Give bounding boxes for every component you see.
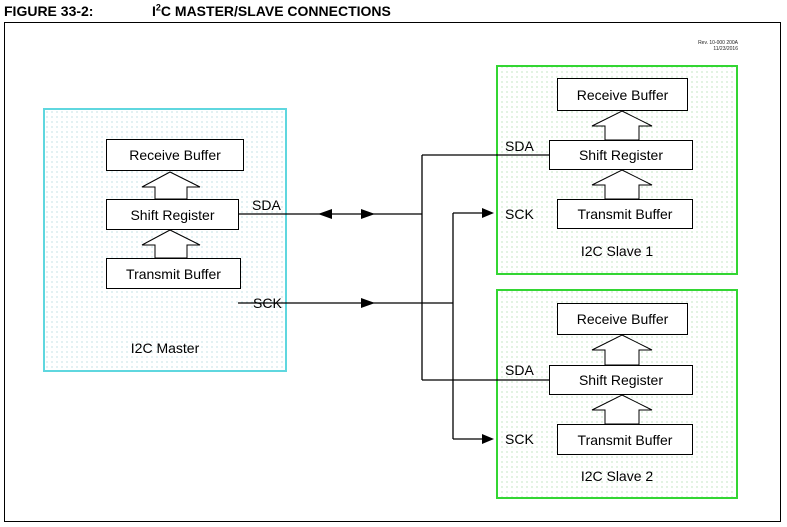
- slave2-sck-label: SCK: [505, 431, 534, 447]
- slave2-sda-label: SDA: [505, 362, 534, 378]
- slave1-label: I2C Slave 1: [580, 243, 654, 259]
- sck-slave1-arrow: [482, 208, 494, 218]
- master-sda-label: SDA: [252, 197, 281, 213]
- master-sck-label: SCK: [253, 295, 282, 311]
- slave1-receive-buffer: Receive Buffer: [557, 78, 688, 111]
- master-receive-buffer: Receive Buffer: [106, 139, 244, 171]
- slave2-shift-register: Shift Register: [549, 365, 693, 395]
- master-shift-register: Shift Register: [106, 199, 239, 230]
- figure-header: FIGURE 33-2: I2C MASTER/SLAVE CONNECTIONS: [4, 2, 391, 19]
- slave1-group: [496, 65, 738, 275]
- figure-title: I2C MASTER/SLAVE CONNECTIONS: [152, 2, 391, 19]
- slave1-transmit-buffer: Transmit Buffer: [557, 199, 693, 229]
- master-label: I2C Master: [130, 340, 200, 356]
- revision-note: Rev. 10-000 200A 11/23/2016: [698, 40, 738, 52]
- slave2-transmit-buffer: Transmit Buffer: [557, 424, 693, 455]
- sda-arrow-right: [361, 209, 375, 219]
- sda-arrow-left: [318, 209, 332, 219]
- sck-arrow: [361, 298, 375, 308]
- slave2-label: I2C Slave 2: [580, 468, 654, 484]
- slave1-sda-label: SDA: [505, 138, 534, 154]
- master-transmit-buffer: Transmit Buffer: [106, 258, 241, 289]
- slave2-receive-buffer: Receive Buffer: [557, 303, 688, 335]
- figure-number: FIGURE 33-2:: [4, 2, 94, 19]
- figure-frame: [4, 22, 781, 522]
- slave1-shift-register: Shift Register: [549, 140, 693, 170]
- slave1-sck-label: SCK: [505, 206, 534, 222]
- sck-slave2-arrow: [482, 434, 494, 444]
